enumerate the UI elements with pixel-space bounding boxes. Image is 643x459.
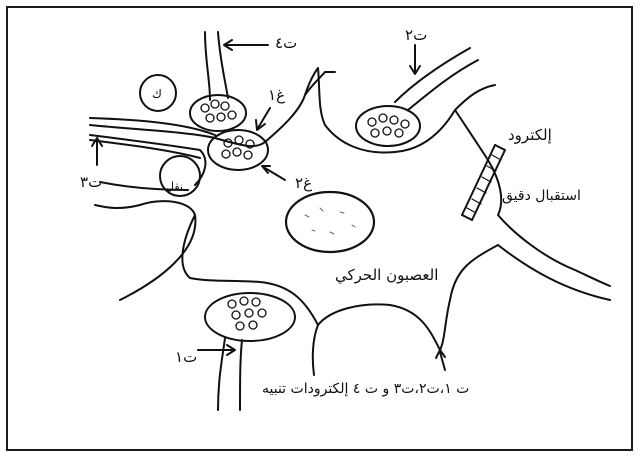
label-t1: ت١ xyxy=(175,348,197,366)
arrow-stim xyxy=(436,350,445,370)
label-gh2: غ٢ xyxy=(295,174,312,192)
neuron-bottom-right xyxy=(313,245,498,375)
axon-t1 xyxy=(218,338,242,410)
arrow-t4 xyxy=(224,40,268,50)
label-stim-electrodes: ت ١،ت٢،ت٣ و ت ٤ إلكترودات تنبيه xyxy=(262,381,469,397)
bouton-t2 xyxy=(356,106,420,146)
nucleus xyxy=(286,192,374,252)
neuron-right-dendrite-lower xyxy=(498,245,610,300)
arrow-t2 xyxy=(410,45,420,74)
arrow-t1 xyxy=(198,345,235,355)
label-fine-receiver: استقبال دقيق xyxy=(502,188,581,204)
label-motor-neuron: العصبون الحركي xyxy=(335,266,438,285)
label-electrode: إلكترود xyxy=(508,126,552,144)
label-t3: ت٣ xyxy=(80,173,102,191)
label-t2: ت٢ xyxy=(405,26,427,44)
label-k: ك xyxy=(152,87,162,101)
neuron-bottom-left xyxy=(95,201,318,325)
bouton-t4 xyxy=(190,95,246,131)
label-gh1: غ١ xyxy=(268,86,285,104)
nucleus-texture xyxy=(305,208,355,234)
label-t4: ت٤ xyxy=(275,34,297,52)
arrow-t3 xyxy=(92,138,102,165)
label-ns: نقل xyxy=(166,180,183,193)
arrow-gh1 xyxy=(256,108,270,130)
arrow-gh2 xyxy=(262,166,285,180)
axon-t4 xyxy=(205,32,228,100)
neuron-lower-left-branch xyxy=(120,215,195,300)
